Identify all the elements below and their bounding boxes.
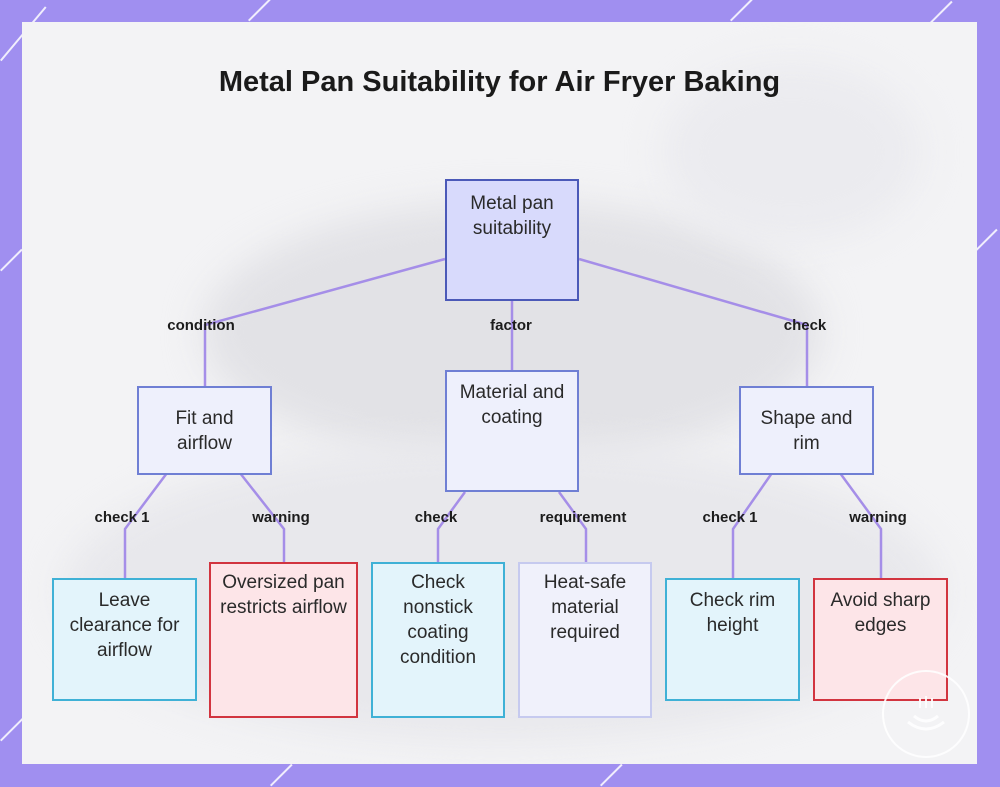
watermark-logo-icon: [882, 670, 970, 758]
connector-fit-leave: [123, 472, 168, 578]
connector-shape-sharp: [838, 472, 883, 578]
edge-label-check: check: [783, 317, 827, 334]
node-leave-clearance: Leave clearance for airflow: [52, 578, 197, 701]
frame-decoration: [600, 763, 623, 787]
frame-decoration: [248, 0, 271, 22]
node-check-nonstick-coating: Check nonstick coating condition: [371, 562, 505, 718]
node-check-rim-height: Check rim height: [665, 578, 800, 701]
node-metal-pan-suitability: Metal pan suitability: [445, 179, 579, 301]
node-material-and-coating: Material and coating: [445, 370, 579, 492]
frame-decoration: [930, 0, 953, 24]
frame-decoration: [270, 763, 293, 787]
node-oversized-pan-warning: Oversized pan restricts airflow: [209, 562, 358, 718]
node-fit-and-airflow: Fit and airflow: [137, 386, 272, 475]
node-heat-safe-material: Heat-safe material required: [518, 562, 652, 718]
connector-root-fit: [203, 257, 446, 386]
connector-root-shape: [578, 257, 809, 386]
connector-material-heatsafe: [557, 491, 588, 562]
edge-label-check-1: check 1: [702, 509, 758, 526]
frame-decoration: [975, 228, 998, 252]
node-shape-and-rim: Shape and rim: [739, 386, 874, 475]
connector-lines: [123, 257, 883, 578]
edge-label-requirement: requirement: [539, 509, 627, 526]
connector-material-nonstick: [436, 491, 467, 562]
frame-decoration: [730, 0, 753, 22]
connector-fit-oversized: [239, 472, 286, 562]
edge-label-check: check: [414, 509, 458, 526]
edge-label-warning: warning: [849, 509, 907, 526]
edge-label-warning: warning: [252, 509, 310, 526]
frame-decoration: [0, 248, 23, 272]
edge-label-condition: condition: [167, 317, 235, 334]
edge-label-check-1: check 1: [94, 509, 150, 526]
connector-shape-rim: [731, 472, 774, 578]
diagram-canvas: Metal Pan Suitability for Air Fryer Baki…: [22, 22, 977, 764]
diagram-title: Metal Pan Suitability for Air Fryer Baki…: [218, 66, 781, 98]
edge-label-factor: factor: [490, 317, 532, 334]
